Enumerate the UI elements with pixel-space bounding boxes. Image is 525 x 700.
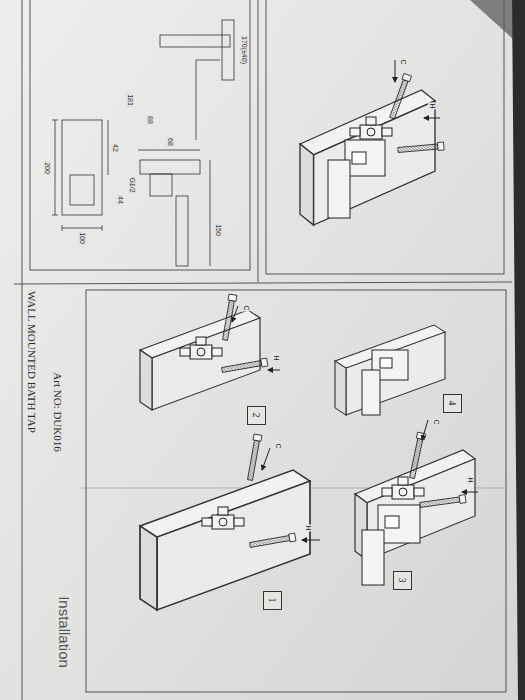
step-number-box: 1 — [263, 591, 282, 610]
step-number: 1 — [267, 598, 278, 603]
dimension: 181 — [126, 93, 134, 107]
dimension: 88 — [146, 115, 154, 125]
section-heading: Installation — [56, 595, 73, 669]
callout-letter: H — [304, 524, 312, 531]
step-number-box: 3 — [393, 571, 412, 590]
dimension: 44 — [116, 195, 124, 205]
callout-letter: C — [432, 418, 440, 425]
title: WALL MOUNTED BATH TAP — [26, 291, 38, 433]
step-number: 3 — [397, 578, 408, 583]
callout-letter: H — [466, 476, 474, 483]
callout-letter: C — [399, 58, 407, 65]
dimension: 100 — [78, 231, 86, 245]
dimension: 200 — [43, 161, 51, 175]
step-number: 2 — [251, 413, 262, 418]
dimension: 150 — [214, 223, 222, 237]
callout-letter: C — [274, 442, 282, 449]
dimension: G1/2 — [128, 176, 136, 193]
dimension: 42 — [111, 143, 119, 153]
step-number-box: 2 — [247, 406, 266, 425]
article-number: Art NO: DUK016 — [52, 371, 64, 452]
dimension: 170(±40) — [240, 35, 248, 65]
callout-letter: C — [242, 304, 250, 311]
step-number-box: 4 — [443, 394, 462, 413]
callout-letter: H — [428, 102, 436, 109]
step-number: 4 — [447, 401, 458, 406]
callout-letter: H — [272, 354, 280, 361]
dimension: 68 — [166, 137, 174, 147]
